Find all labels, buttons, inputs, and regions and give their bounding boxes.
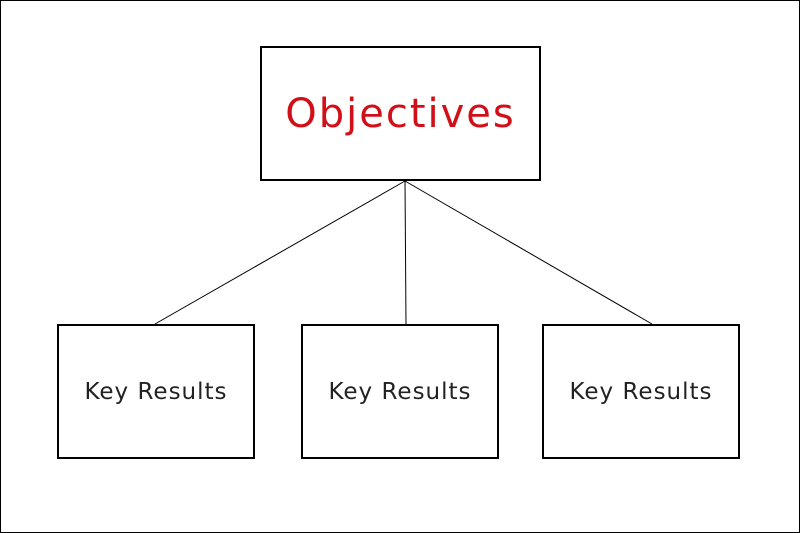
key-results-box-2: Key Results: [301, 324, 499, 459]
connector-line-right: [404, 180, 653, 325]
key-results-box-1: Key Results: [57, 324, 255, 459]
key-results-box-3: Key Results: [542, 324, 740, 459]
connector-line-center: [404, 180, 407, 325]
connector-line-left: [154, 180, 406, 325]
objective-box: Objectives: [260, 46, 541, 181]
key-results-label-3: Key Results: [569, 378, 713, 405]
key-results-label-1: Key Results: [84, 378, 228, 405]
key-results-label-2: Key Results: [328, 378, 472, 405]
objective-label: Objectives: [285, 90, 516, 137]
